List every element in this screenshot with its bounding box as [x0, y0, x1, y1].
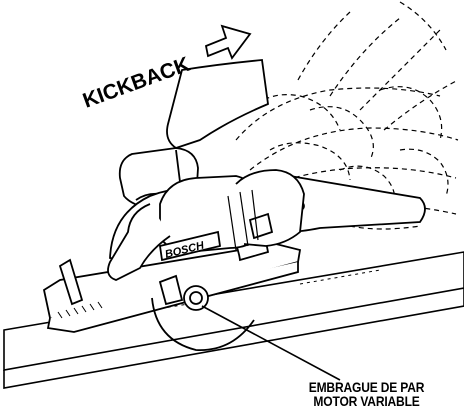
callout-line-1: EMBRAGUE DE PAR — [296, 380, 437, 394]
kickback-arrow-icon — [206, 26, 250, 58]
callout-line-2: MOTOR VARIABLE — [296, 394, 437, 408]
clutch-callout: EMBRAGUE DE PAR MOTOR VARIABLE — [296, 380, 437, 408]
